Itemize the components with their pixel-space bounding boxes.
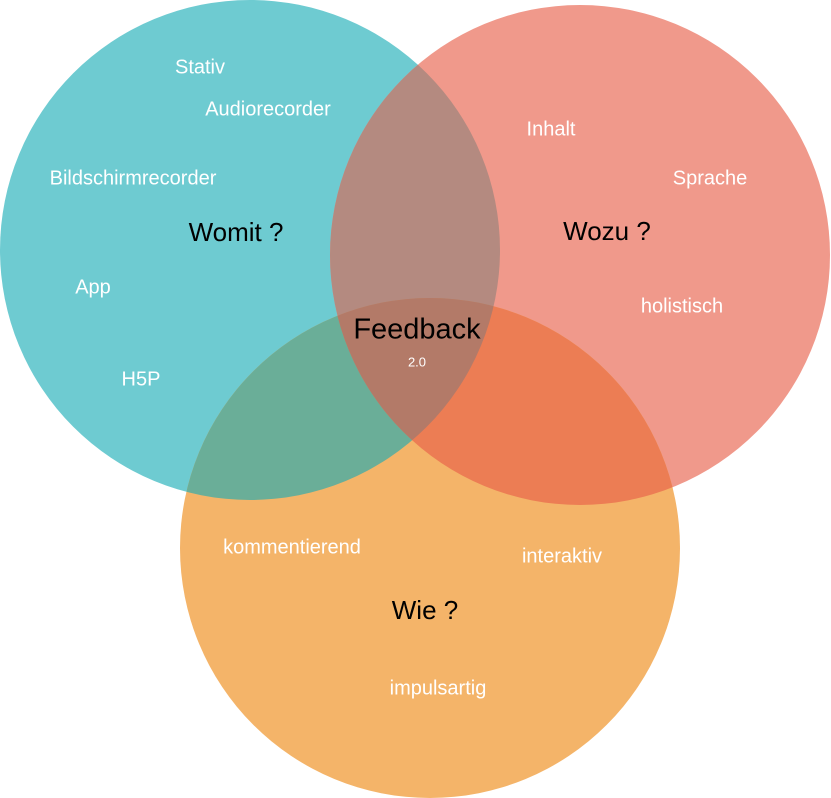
center-title: Feedback (353, 314, 481, 346)
item-bildschirmrecorder: Bildschirmrecorder (50, 167, 217, 189)
set-label-wozu: Wozu ? (563, 216, 651, 246)
overlap-womit-wie (180, 298, 500, 500)
item-holistisch: holistisch (641, 295, 723, 317)
item-inhalt: Inhalt (527, 118, 576, 140)
item-interaktiv: interaktiv (522, 545, 602, 567)
item-impulsartig: impulsartig (390, 677, 487, 699)
overlap-wozu-wie (330, 298, 680, 505)
item-stativ: Stativ (175, 56, 225, 78)
center-subtitle: 2.0 (408, 354, 426, 369)
set-label-womit: Womit ? (189, 217, 284, 247)
item-app: App (75, 276, 111, 298)
item-sprache: Sprache (673, 167, 748, 189)
item-h5p: H5P (122, 368, 161, 390)
item-kommentierend: kommentierend (223, 536, 361, 558)
set-label-wie: Wie ? (392, 595, 458, 625)
item-audiorecorder: Audiorecorder (205, 98, 331, 120)
